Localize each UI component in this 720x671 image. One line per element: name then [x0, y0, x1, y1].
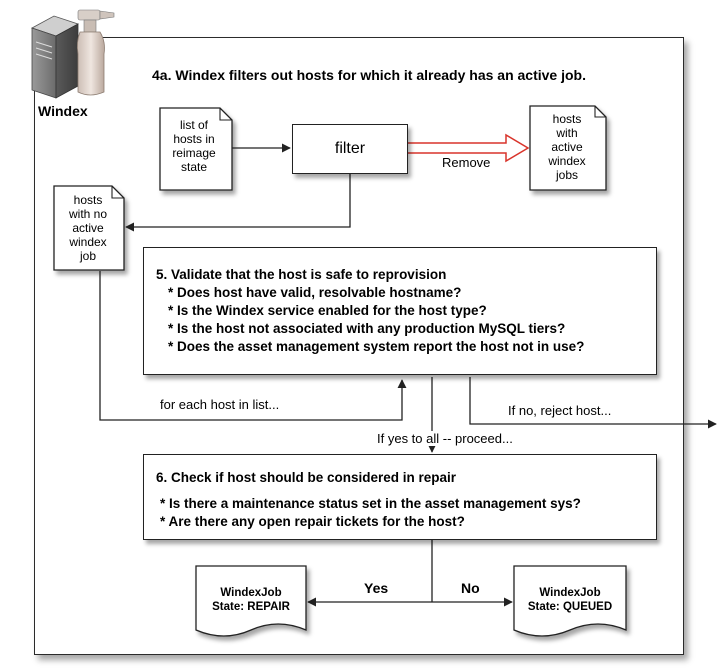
step-5-check: * Is the host not associated with any pr…: [168, 321, 566, 336]
doc-line: active: [72, 221, 104, 235]
step-5-box: 5. Validate that the host is safe to rep…: [143, 247, 657, 375]
step-6-checks: * Is there a maintenance status set in t…: [156, 495, 656, 531]
remove-label: Remove: [442, 155, 491, 170]
remove-arrow: [406, 133, 530, 163]
step-6-check: * Is there a maintenance status set in t…: [160, 496, 581, 511]
step-4a-heading: 4a. Windex filters out hosts for which i…: [152, 67, 586, 83]
step-5-check: * Does host have valid, resolvable hostn…: [168, 285, 462, 300]
active-jobs-text: hosts with active windex jobs: [532, 112, 602, 182]
job-line: State: REPAIR: [212, 601, 290, 613]
document-active-jobs: [529, 105, 607, 191]
doc-line: reimage: [172, 146, 216, 160]
queued-state-text: WindexJob State: QUEUED: [514, 586, 626, 614]
document-no-active-job: [53, 185, 125, 271]
job-line: State: QUEUED: [527, 601, 613, 613]
doc-line: windex: [548, 154, 586, 168]
yes-label: Yes: [364, 580, 389, 596]
repair-state-text: WindexJob State: REPAIR: [196, 586, 306, 614]
job-line: WindexJob: [539, 587, 601, 599]
app-name: Windex: [38, 103, 88, 119]
doc-line: list of: [179, 118, 208, 132]
step-5-check: * Does the asset management system repor…: [168, 339, 585, 354]
doc-line: hosts: [73, 193, 103, 207]
server-with-spray-bottle-icon: [28, 2, 128, 102]
document-job-repair: [195, 565, 307, 637]
for-each-label: for each host in list...: [160, 397, 280, 412]
filter-box: filter: [292, 124, 408, 174]
job-line: WindexJob: [220, 587, 282, 599]
proceed-label: If yes to all -- proceed...: [376, 431, 514, 446]
doc-line: job: [79, 249, 96, 263]
doc-line: windex: [69, 235, 107, 249]
step-6-title: 6. Check if host should be considered in…: [156, 470, 457, 485]
doc-line: active: [551, 140, 583, 154]
no-active-job-text: hosts with no active windex job: [54, 193, 122, 263]
doc-line: with no: [68, 207, 108, 221]
step-6-box: 6. Check if host should be considered in…: [143, 454, 657, 540]
step-5-title: 5. Validate that the host is safe to rep…: [156, 267, 447, 282]
step-5-checks: * Does host have valid, resolvable hostn…: [156, 284, 656, 356]
filter-label: filter: [334, 140, 366, 157]
doc-line: jobs: [555, 168, 578, 182]
reject-label: If no, reject host...: [508, 403, 612, 418]
doc-line: with: [556, 126, 578, 140]
document-job-queued: [513, 565, 627, 637]
doc-line: hosts: [552, 112, 582, 126]
reimage-list-text: list of hosts in reimage state: [160, 118, 228, 174]
doc-line: hosts in: [173, 132, 215, 146]
no-label: No: [461, 580, 480, 596]
step-5-check: * Is the Windex service enabled for the …: [168, 303, 487, 318]
document-reimage-list: [159, 107, 233, 191]
step-6-check: * Are there any open repair tickets for …: [160, 514, 465, 529]
doc-line: state: [180, 160, 207, 174]
